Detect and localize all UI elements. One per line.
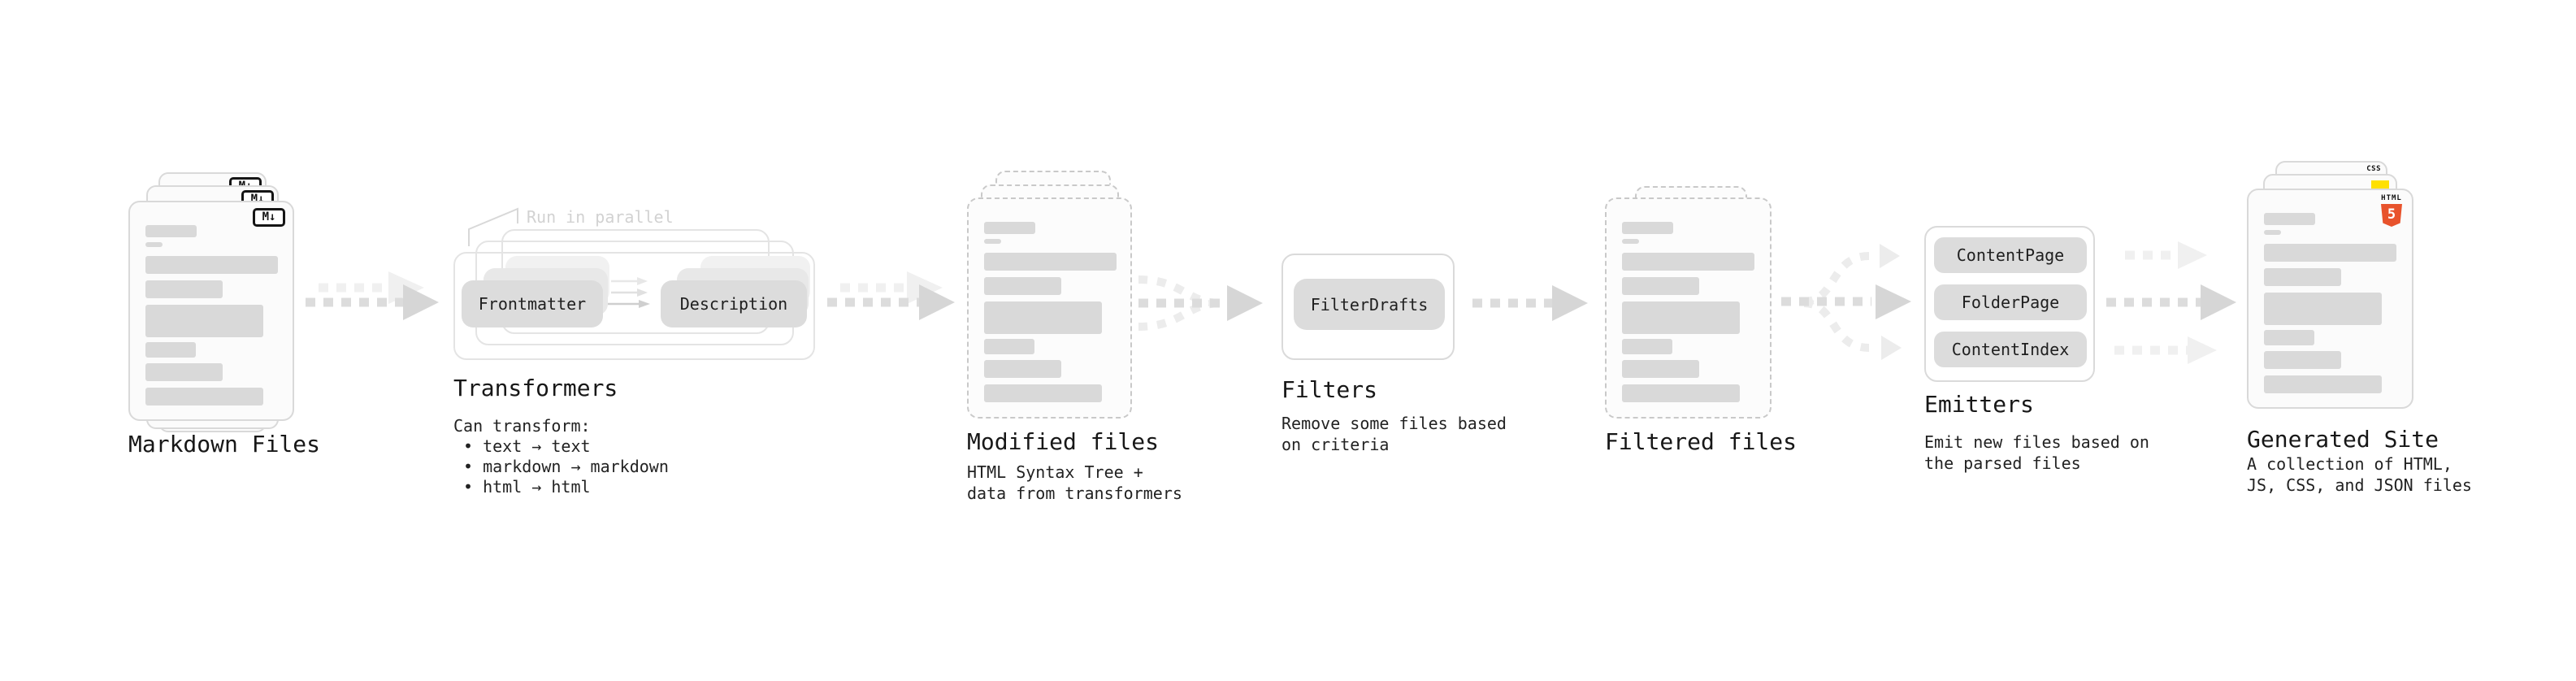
transformer-frontmatter-box: Frontmatter: [462, 280, 603, 327]
doc-content-bars: [130, 202, 293, 419]
transformers-desc-title: Can transform:: [453, 416, 591, 436]
placeholder-bar: [984, 360, 1061, 378]
arrow-filtered-to-emitters: [1781, 244, 1911, 360]
filters-description: Remove some files based on criteria: [1281, 414, 1507, 454]
modified-files-label: Modified files: [967, 428, 1160, 455]
transformer-description-box: Description: [661, 280, 807, 327]
html5-icon-label: HTML: [2381, 194, 2402, 202]
placeholder-bar: [984, 239, 1001, 244]
emitter-content-index-box: ContentIndex: [1934, 332, 2087, 367]
css-icon-label: CSS: [2366, 165, 2381, 173]
modified-files-description: HTML Syntax Tree + data from transformer…: [967, 462, 1182, 503]
emitters-description: Emit new files based on the parsed files: [1924, 432, 2149, 473]
placeholder-bar: [2264, 230, 2281, 235]
placeholder-bar: [984, 222, 1035, 234]
markdown-icon: M↓: [253, 208, 285, 227]
transformer-step-arrows: [608, 277, 650, 308]
placeholder-bar: [1622, 253, 1754, 271]
placeholder-bar: [145, 225, 197, 237]
arrow-markdown-to-transformers: [306, 271, 439, 320]
placeholder-bar: [2264, 351, 2341, 369]
doc-content-bars: [2249, 190, 2412, 407]
arrow-transformers-to-modified: [827, 271, 955, 320]
arrow-modified-to-filters: [1138, 275, 1263, 331]
placeholder-bar: [2264, 213, 2315, 225]
filtered-files-label: Filtered files: [1605, 428, 1798, 455]
placeholder-bar: [1622, 384, 1740, 402]
placeholder-bar: [145, 256, 278, 274]
arrow-filters-to-filtered: [1472, 285, 1588, 321]
doc-content-bars: [969, 199, 1130, 417]
placeholder-bar: [984, 384, 1102, 402]
placeholder-bar: [1622, 339, 1672, 354]
placeholder-bar: [984, 253, 1117, 271]
filtered-file-card-front: [1605, 197, 1772, 419]
placeholder-bar: [145, 342, 196, 358]
markdown-files-label: Markdown Files: [128, 431, 321, 458]
emitter-content-page-box: ContentPage: [1934, 237, 2087, 273]
placeholder-bar: [984, 277, 1061, 295]
placeholder-bar: [1622, 222, 1673, 234]
transform-bullet: • markdown → markdown: [463, 457, 669, 476]
generated-site-label: Generated Site: [2247, 426, 2439, 453]
placeholder-bar: [2264, 244, 2396, 262]
placeholder-bar: [145, 242, 163, 247]
site-file-card-html: HTML 5: [2247, 189, 2413, 409]
transform-bullet: • text → text: [463, 436, 591, 456]
placeholder-bar: [145, 305, 263, 337]
placeholder-bar: [1622, 239, 1639, 244]
placeholder-bar: [2264, 268, 2341, 286]
html5-icon-shield: 5: [2381, 204, 2402, 227]
emitter-folder-page-box: FolderPage: [1934, 284, 2087, 320]
placeholder-bar: [984, 301, 1102, 334]
filters-label: Filters: [1281, 376, 1378, 403]
placeholder-bar: [145, 388, 263, 406]
html5-icon: HTML 5: [2381, 195, 2402, 227]
transform-bullet: • html → html: [463, 477, 591, 497]
generated-site-description: A collection of HTML, JS, CSS, and JSON …: [2247, 454, 2472, 495]
emitters-label: Emitters: [1924, 391, 2034, 418]
transformers-description: Can transform: • text → text • markdown …: [453, 416, 669, 497]
placeholder-bar: [1622, 301, 1740, 334]
placeholder-bar: [2264, 293, 2382, 325]
markdown-file-card-front: M↓: [128, 201, 294, 421]
placeholder-bar: [145, 280, 223, 298]
note-callout-line: [468, 207, 518, 246]
transformers-group-front: [453, 252, 815, 360]
run-in-parallel-note: Run in parallel: [527, 207, 674, 227]
placeholder-bar: [1622, 277, 1699, 295]
placeholder-bar: [2264, 330, 2314, 345]
doc-content-bars: [1607, 199, 1770, 417]
placeholder-bar: [145, 363, 223, 381]
modified-file-card-front: [967, 197, 1132, 419]
filter-drafts-box: FilterDrafts: [1294, 279, 1445, 330]
placeholder-bar: [1622, 360, 1699, 378]
arrow-emitters-to-site: [2106, 241, 2236, 364]
transformers-label: Transformers: [453, 375, 618, 401]
placeholder-bar: [984, 339, 1034, 354]
placeholder-bar: [2264, 375, 2382, 393]
